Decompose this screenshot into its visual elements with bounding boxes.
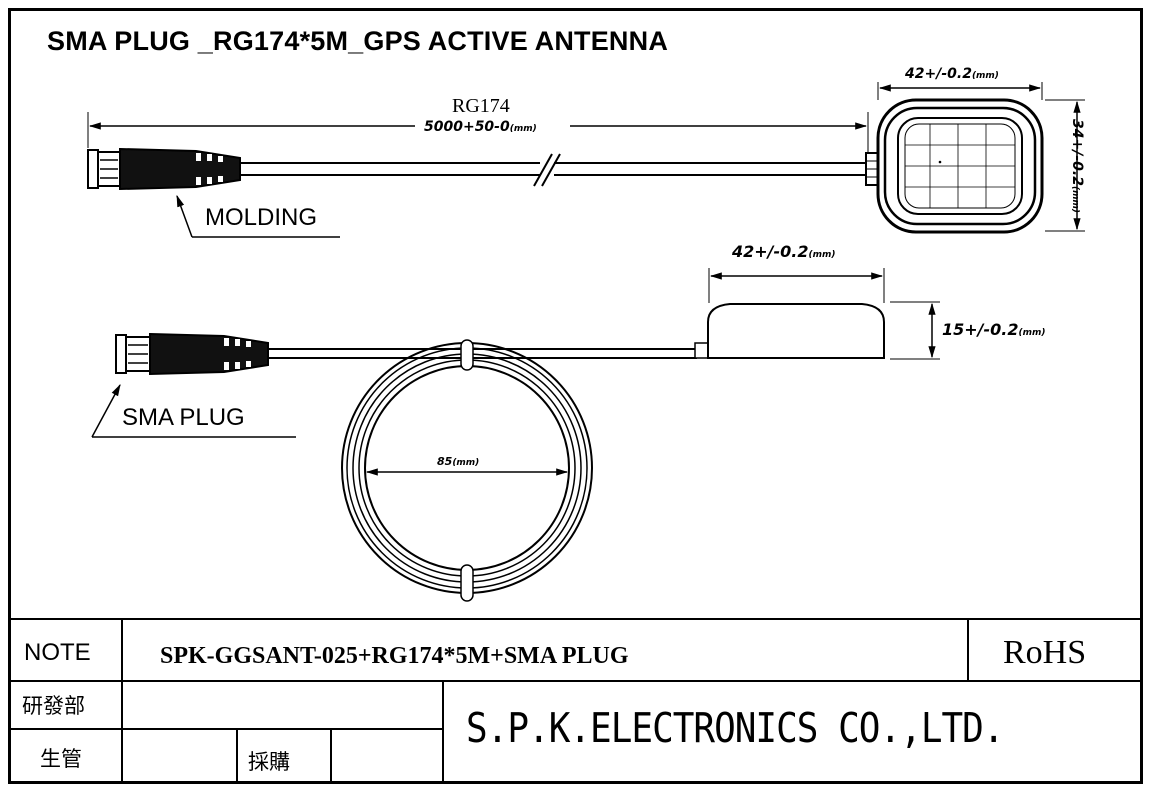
- coil-diameter-unit: (mm): [452, 458, 480, 468]
- cable-coil: [341, 339, 593, 602]
- side-width-dimension: [708, 268, 885, 303]
- top-view-connector: [87, 147, 241, 191]
- antenna-height-dimension: [1045, 99, 1085, 232]
- top-view-cable: [240, 153, 868, 187]
- rd-dept-label: 研發部: [22, 694, 85, 718]
- sma-plug-leader: [91, 383, 296, 438]
- thickness-unit: (mm): [1018, 328, 1046, 338]
- thickness-value: 15+/-0.2: [942, 320, 1019, 339]
- antenna-width-label: 42+/-0.2(mm): [905, 66, 999, 82]
- molding-leader: [176, 194, 340, 238]
- thickness-dimension: [890, 301, 940, 360]
- side-view-connector: [115, 332, 269, 376]
- coil-diameter-value: 85: [437, 455, 453, 468]
- antenna-width-value: 42+/-0.2: [905, 66, 972, 82]
- cable-length-value: 5000+50-0: [424, 119, 510, 135]
- purchasing-label: 採購: [248, 750, 290, 774]
- rohs-label: RoHS: [1003, 634, 1087, 671]
- drawing-title: SMA PLUG _RG174*5M_GPS ACTIVE ANTENNA: [47, 26, 669, 56]
- antenna-width-unit: (mm): [971, 71, 999, 81]
- antenna-top-view: [865, 98, 1044, 234]
- thickness-label: 15+/-0.2(mm): [942, 320, 1045, 339]
- sma-plug-label: SMA PLUG: [122, 404, 245, 431]
- note-label: NOTE: [24, 639, 91, 666]
- part-number: SPK-GGSANT-025+RG174*5M+SMA PLUG: [160, 642, 629, 669]
- coil-diameter-label: 85(mm): [437, 455, 479, 468]
- cable-type-label: RG174: [452, 95, 510, 117]
- side-width-value: 42+/-0.2: [732, 242, 809, 261]
- company-name: S.P.K.ELECTRONICS CO.,LTD.: [466, 704, 1005, 752]
- cable-length-label: 5000+50-0(mm): [420, 119, 541, 135]
- drawing-frame: [8, 8, 1143, 784]
- side-width-label: 42+/-0.2(mm): [732, 242, 835, 261]
- antenna-side-view: [694, 303, 885, 359]
- production-label: 生管: [40, 747, 82, 771]
- side-width-unit: (mm): [808, 250, 836, 260]
- cable-length-unit: (mm): [509, 124, 537, 134]
- antenna-width-dimension: [877, 82, 1043, 100]
- molding-label: MOLDING: [205, 204, 318, 231]
